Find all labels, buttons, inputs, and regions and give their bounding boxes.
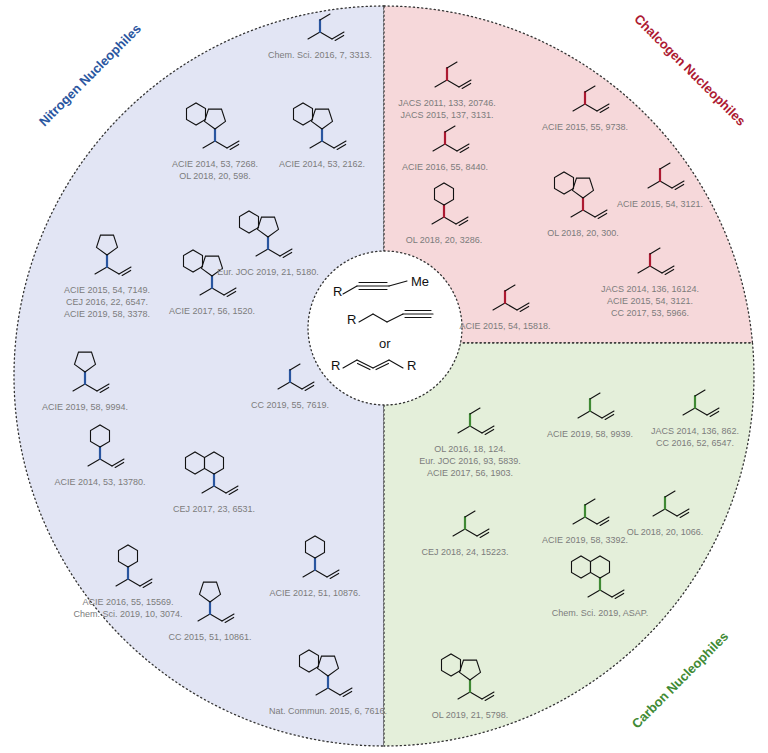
citation: ACIE 2015, 54, 3121. xyxy=(617,199,703,210)
citation: JACS 2011, 133, 20746. xyxy=(398,98,495,109)
citation: OL 2018, 20, 1066. xyxy=(627,527,704,538)
citation: ACIE 2015, 55, 9738. xyxy=(542,122,628,133)
citation: Chem. Sci. 2016, 7, 3313. xyxy=(268,50,372,61)
citation: OL 2018, 20, 598. xyxy=(179,171,251,182)
atom-label: R xyxy=(407,358,416,373)
citation: ACIE 2015, 54, 15818. xyxy=(459,321,550,332)
citation: ACIE 2014, 53, 7268. xyxy=(172,159,258,170)
citation: ACIE 2019, 58, 3392. xyxy=(542,535,628,546)
atom-label: R xyxy=(333,284,342,299)
citation: JACS 2014, 136, 16124. xyxy=(601,284,699,295)
atom-label: Me xyxy=(411,274,429,289)
citation: OL 2018, 20, 3286. xyxy=(406,235,483,246)
citation: ACIE 2019, 58, 9994. xyxy=(42,402,128,413)
citation: ACIE 2019, 58, 3378. xyxy=(64,309,150,320)
citation: Chem. Sci. 2019, ASAP. xyxy=(552,608,648,619)
citation: ACIE 2016, 55, 8440. xyxy=(402,162,488,173)
citation: ACIE 2017, 56, 1903. xyxy=(427,468,513,479)
citation: ACIE 2017, 56, 1520. xyxy=(169,306,255,317)
substrate-circle: RMeRorRR xyxy=(307,250,463,406)
substrate-structures xyxy=(307,250,463,406)
citation: ACIE 2015, 54, 3121. xyxy=(607,296,693,307)
sector-title: Chalcogen Nucleophiles xyxy=(631,11,748,128)
citation: ACIE 2012, 51, 10876. xyxy=(269,588,360,599)
citation: OL 2016, 18, 124. xyxy=(434,444,506,455)
citation: ACIE 2015, 54, 7149. xyxy=(64,285,150,296)
citation: Eur. JOC 2019, 21, 5180. xyxy=(217,267,319,278)
citation: JACS 2014, 136, 862. xyxy=(651,426,739,437)
citation: Eur. JOC 2016, 93, 5839. xyxy=(419,456,521,467)
citation: CC 2017, 53, 5966. xyxy=(611,308,689,319)
citation: ACIE 2014, 53, 2162. xyxy=(279,159,365,170)
citation: ACIE 2016, 55, 15569. xyxy=(82,597,173,608)
atom-label: or xyxy=(379,336,391,351)
citation: CC 2019, 55, 7619. xyxy=(251,400,329,411)
atom-label: R xyxy=(331,358,340,373)
citation: OL 2018, 20, 300. xyxy=(547,228,619,239)
citation: ACIE 2019, 58, 9939. xyxy=(547,429,633,440)
atom-label: R xyxy=(347,312,356,327)
citation: CEJ 2017, 23, 6531. xyxy=(173,504,255,515)
citation: OL 2019, 21, 5798. xyxy=(432,710,509,721)
citation: ACIE 2014, 53, 13780. xyxy=(54,477,145,488)
citation: CC 2016, 52, 6547. xyxy=(656,438,734,449)
citation: Chem. Sci. 2019, 10, 3074. xyxy=(73,609,182,620)
citation: CEJ 2016, 22, 6547. xyxy=(66,297,148,308)
sector-title: Carbon Nucleophiles xyxy=(629,629,732,732)
citation: JACS 2015, 137, 3131. xyxy=(400,110,493,121)
citation: CC 2015, 51, 10861. xyxy=(168,632,251,643)
citation: CEJ 2018, 24, 15223. xyxy=(421,547,508,558)
citation: Nat. Commun. 2015, 6, 7616. xyxy=(269,706,387,717)
